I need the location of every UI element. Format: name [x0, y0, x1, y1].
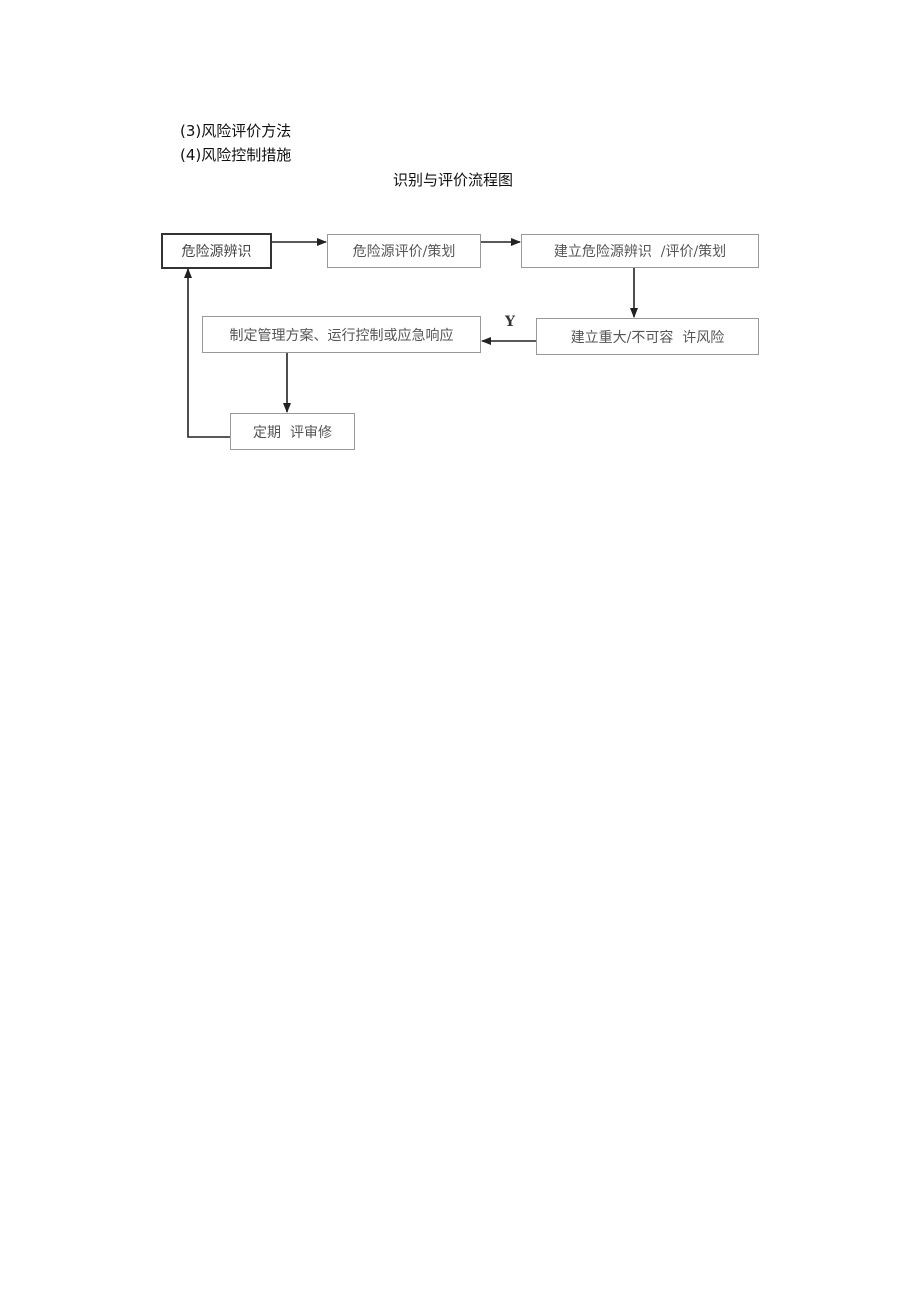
- node-periodic-review: 定期 评审修: [230, 413, 355, 450]
- node-establish-hazard-list: 建立危险源辨识 /评价/策划: [521, 234, 759, 268]
- node-major-risk: 建立重大/不可容 许风险: [536, 318, 759, 355]
- list-text: 风险控制措施: [201, 146, 292, 164]
- node-management-plan: 制定管理方案、运行控制或应急响应: [202, 316, 481, 353]
- list-number: (3): [180, 122, 202, 140]
- node-hazard-identification: 危险源辨识: [161, 233, 272, 269]
- list-text: 风险评价方法: [201, 122, 292, 140]
- list-number: (4): [180, 146, 202, 164]
- arrow-n6-n1: [184, 268, 230, 438]
- list-item-4: (4)风险控制措施: [180, 144, 291, 165]
- node-hazard-evaluation: 危险源评价/策划: [327, 234, 481, 268]
- edge-label-y: Y: [505, 314, 515, 330]
- connectors: [184, 238, 638, 438]
- figure-title: 识别与评价流程图: [393, 171, 514, 189]
- list-item-3: (3)风险评价方法: [180, 120, 291, 141]
